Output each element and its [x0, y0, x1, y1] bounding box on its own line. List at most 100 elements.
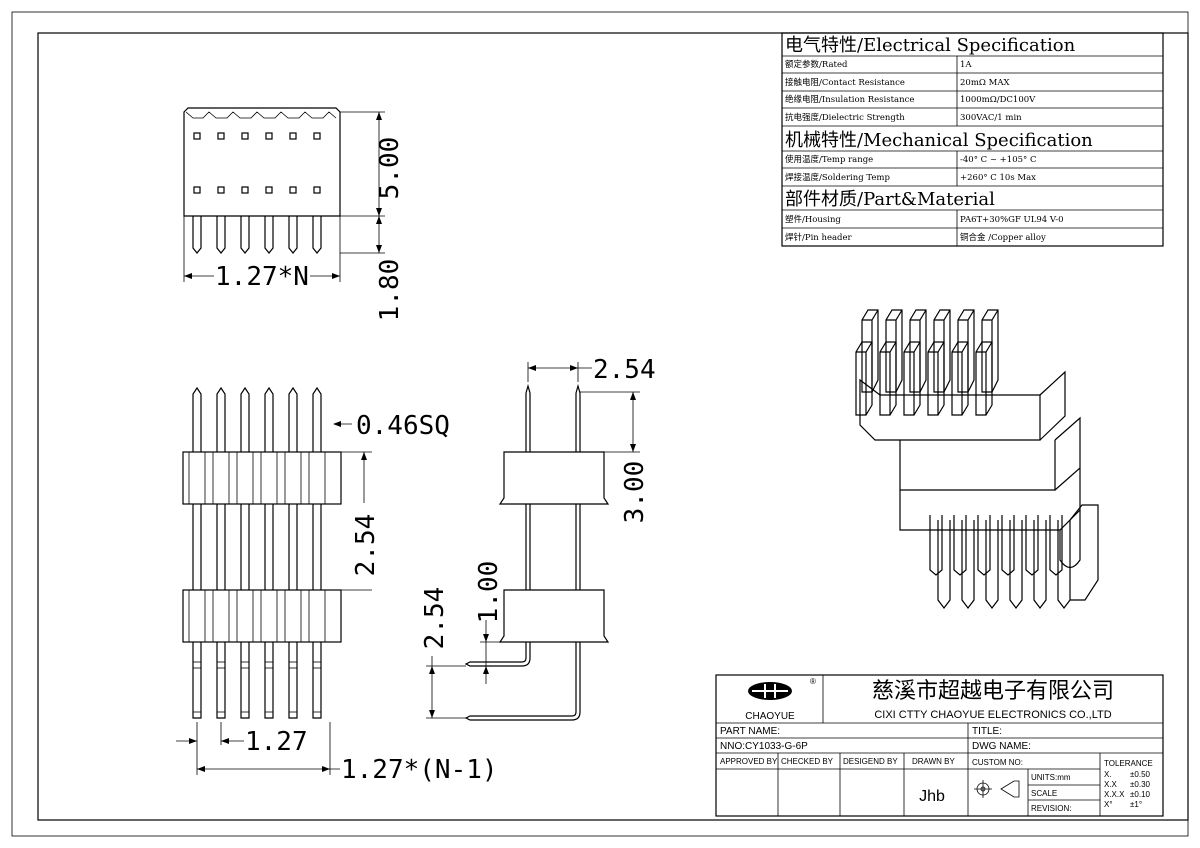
iso-pin-front — [855, 341, 873, 416]
drawn-by-label: DRAWN BY — [912, 757, 955, 766]
dim-side-pitch: 2.54 — [593, 355, 656, 385]
revision-label: REVISION: — [1031, 804, 1071, 813]
dim-top-width: 1.27*N — [215, 262, 309, 292]
pin — [192, 504, 202, 590]
iso-pin-back — [909, 309, 927, 393]
iso-pin-front — [975, 341, 993, 416]
dim-top-height: 5.00 — [375, 137, 405, 200]
company-name-en: CIXI CTTY CHAOYUE ELECTRONICS CO.,LTD — [874, 709, 1111, 721]
tolerance-value: ±0.10 — [1130, 790, 1151, 799]
tolerance-value: ±1° — [1130, 800, 1142, 809]
side-view: 2.54 3.00 1.00 2.54 — [420, 355, 656, 721]
iso-pin-front — [879, 341, 897, 416]
logo-text: CHAOYUE — [745, 711, 795, 722]
pin-hole — [241, 132, 249, 140]
spec-label: 绝缘电阻/Insulation Resistance — [785, 94, 914, 105]
spec-value: +260° C 10s Max — [960, 173, 1036, 183]
iso-pin-front — [927, 341, 945, 416]
pin-tip — [192, 661, 202, 669]
pin-hole — [313, 132, 321, 140]
spec-value: 300VAC/1 min — [960, 113, 1022, 123]
pin-tip — [240, 711, 250, 719]
pin-tip — [312, 711, 322, 719]
spec-value: -40° C ~ +105° C — [960, 155, 1036, 165]
iso-pin-lower — [985, 520, 999, 609]
iso-pin-lower — [1033, 520, 1047, 609]
pin — [312, 216, 322, 254]
iso-pin-lower — [1057, 520, 1071, 609]
pin-hole — [217, 186, 225, 194]
pin — [264, 386, 274, 452]
dim-side-row: 2.54 — [420, 587, 450, 650]
dim-pitch: 1.27 — [245, 727, 308, 757]
spec-label: 焊针/Pin header — [785, 232, 853, 243]
pin-hole — [193, 132, 201, 140]
tolerance-key: X.X — [1104, 780, 1118, 789]
pin-hole — [289, 186, 297, 194]
iso-pin-front — [951, 341, 969, 416]
iso-pin-lower — [961, 520, 975, 609]
title-block: ® CHAOYUE 慈溪市超越电子有限公司 CIXI CTTY CHAOYUE … — [715, 674, 1164, 817]
dim-row-pitch: 2.54 — [351, 514, 381, 577]
isometric-view — [855, 309, 1099, 609]
pin-tip — [216, 711, 226, 719]
iso-pin-lower — [977, 515, 991, 576]
spec-table: 电气特性/Electrical Specification 额定参数/Rated… — [781, 32, 1164, 247]
pin — [192, 216, 202, 254]
part-name-label: PART NAME: — [720, 726, 780, 737]
iso-pin-back — [885, 309, 903, 393]
pin — [288, 642, 298, 719]
material-heading: 部件材质/Part&Material — [785, 189, 995, 210]
pin — [264, 504, 274, 590]
front-view: 0.46SQ 2.54 1.27 1.27*(N-1) — [176, 386, 498, 785]
dim-side-height: 3.00 — [620, 461, 650, 524]
spec-value: 1000mΩ/DC100V — [960, 95, 1036, 105]
top-view: 5.00 1.80 1.27*N — [183, 107, 405, 322]
pin-hole — [241, 186, 249, 194]
dim-span: 1.27*(N-1) — [341, 755, 498, 785]
pin — [216, 642, 226, 719]
part-number: NNO:CY1033-G-6P — [720, 741, 808, 752]
spec-label: 额定参数/Rated — [785, 59, 848, 70]
approved-by-label: APPROVED BY — [720, 757, 778, 766]
spec-label: 塑件/Housing — [785, 214, 841, 225]
pin — [288, 386, 298, 452]
tolerance-key: X° — [1104, 800, 1113, 809]
checked-by-label: CHECKED BY — [781, 757, 834, 766]
iso-pin-front — [903, 341, 921, 416]
pin — [240, 386, 250, 452]
spec-value: 铜合金 /Copper alloy — [960, 232, 1046, 243]
iso-pin-lower — [953, 515, 967, 576]
dim-top-pin: 1.80 — [375, 259, 405, 322]
pin — [264, 216, 274, 254]
pin-tip — [192, 711, 202, 719]
iso-pin-back — [957, 309, 975, 393]
iso-pin-back — [861, 309, 879, 393]
pin-hole — [313, 186, 321, 194]
dwg-name-label: DWG NAME: — [972, 741, 1031, 752]
pin-tip — [288, 661, 298, 669]
pin — [216, 504, 226, 590]
dim-pin-size: 0.46SQ — [356, 411, 450, 441]
iso-pin-lower — [929, 515, 943, 576]
drawn-by-name: Jhb — [919, 788, 945, 805]
pin-hole — [265, 186, 273, 194]
tolerance-value: ±0.50 — [1130, 770, 1151, 779]
spec-label: 抗电强度/Dielectric Strength — [785, 112, 905, 123]
pin — [264, 642, 274, 719]
electrical-heading: 电气特性/Electrical Specification — [785, 35, 1076, 56]
pin-hole — [217, 132, 225, 140]
pin — [240, 642, 250, 719]
mechanical-heading: 机械特性/Mechanical Specification — [785, 130, 1093, 151]
pin-tip — [288, 711, 298, 719]
pin — [192, 642, 202, 719]
dim-side-offset: 1.00 — [474, 561, 504, 624]
svg-text:®: ® — [810, 677, 816, 686]
pin — [240, 504, 250, 590]
spec-value: PA6T+30%GF UL94 V-0 — [960, 215, 1064, 225]
pin — [216, 216, 226, 254]
tolerance-key: X. — [1104, 770, 1112, 779]
pin — [312, 386, 322, 452]
pin-hole — [193, 186, 201, 194]
